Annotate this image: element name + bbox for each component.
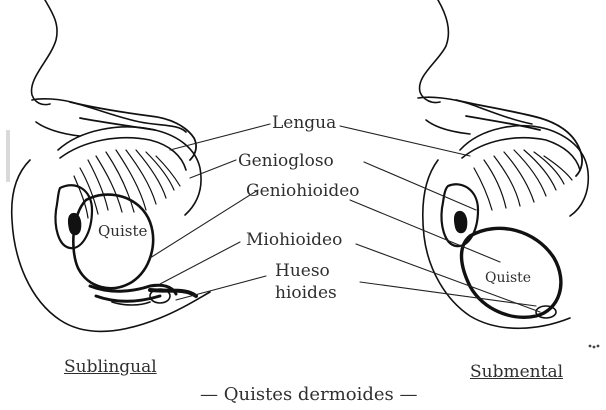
leader-lines (150, 124, 540, 312)
right-tongue (460, 126, 588, 216)
caption-submental: Submental (470, 362, 563, 382)
label-quiste-left: Quiste (97, 222, 148, 240)
right-geniogloso-fibers (474, 150, 572, 210)
caption-title: — Quistes dermoides — (200, 386, 418, 404)
left-geniogloso-fibers (74, 150, 180, 218)
label-geniogloso: Geniogloso (238, 152, 334, 170)
label-lengua: Lengua (272, 114, 336, 132)
label-geniohioideo: Geniohioideo (246, 182, 360, 200)
label-hueso: Hueso (275, 262, 330, 280)
caption-sublingual: Sublingual (64, 357, 157, 377)
left-head-profile (12, 0, 210, 331)
label-hioides: hioides (275, 284, 337, 302)
label-quiste-right: Quiste (484, 269, 532, 287)
corner-mark (589, 345, 600, 349)
left-palate (70, 102, 196, 160)
label-miohioideo: Miohioideo (246, 231, 342, 249)
